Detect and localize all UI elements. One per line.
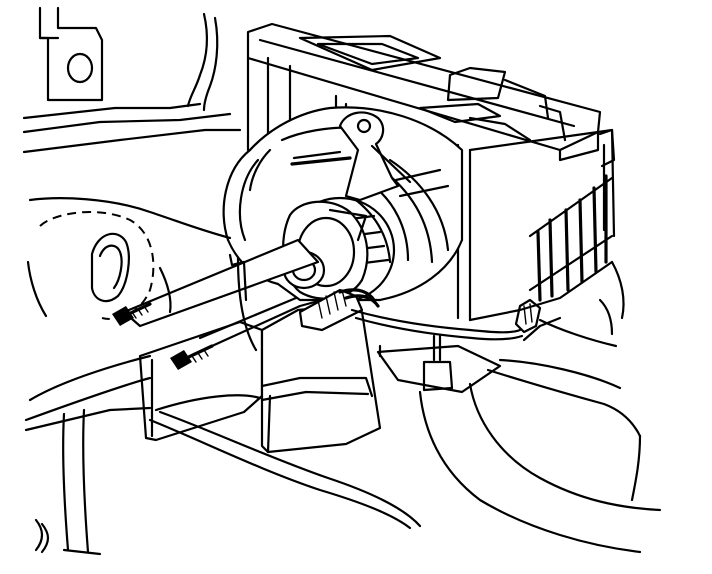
support-strap — [122, 238, 320, 352]
upper-left-bracket — [22, 6, 242, 154]
lower-right-structure — [418, 260, 662, 554]
left-panel-opening — [26, 197, 232, 320]
mounting-lever — [338, 111, 412, 202]
duct-outlet — [260, 304, 382, 454]
sweeping-cable — [148, 394, 422, 530]
lower-left-structure — [24, 354, 152, 556]
lower-strap — [198, 296, 324, 348]
dash-panel-edge — [186, 12, 219, 112]
wire-connector — [298, 288, 380, 332]
mounting-bracket-plate — [138, 320, 264, 442]
wire-harness — [350, 298, 542, 341]
blower-resistor-post — [376, 334, 502, 394]
mounting-screw-2 — [170, 344, 214, 370]
